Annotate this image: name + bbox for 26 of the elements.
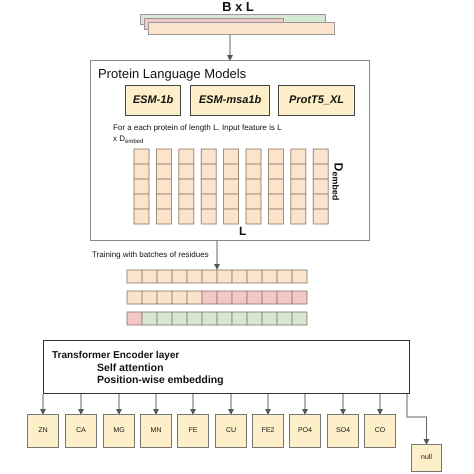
axis-label: L — [239, 225, 246, 238]
arrow — [78, 394, 84, 415]
arrow — [265, 394, 271, 415]
arrow — [377, 394, 383, 415]
arrow — [116, 394, 122, 415]
encoder-box — [43, 340, 410, 394]
arrow — [40, 394, 46, 415]
arrow — [227, 34, 233, 61]
arrow — [340, 394, 346, 415]
model-box: ProtT5_XL — [278, 85, 355, 116]
arrow — [228, 394, 234, 415]
model-box: ESM-1b — [125, 85, 181, 116]
edge-label: Training with batches of residues — [92, 250, 209, 260]
arrow — [214, 240, 220, 270]
encoder-component: Self attention — [97, 362, 164, 374]
panel-description: For a each protein of length L. Input feature is L x D$_{embed}$ — [113, 122, 282, 144]
encoder-component: Position-wise embedding — [97, 374, 224, 386]
batch-size-label: B x L — [221, 0, 255, 14]
model-panel — [90, 60, 370, 241]
panel-title: Protein Language Models — [98, 66, 246, 81]
model-box: ESM-msa1b — [190, 85, 270, 116]
arrow — [153, 394, 159, 415]
arrow — [190, 394, 196, 415]
arrow — [302, 394, 308, 415]
encoder-title: Transformer Encoder layer — [52, 350, 180, 362]
arrow — [406, 394, 430, 445]
